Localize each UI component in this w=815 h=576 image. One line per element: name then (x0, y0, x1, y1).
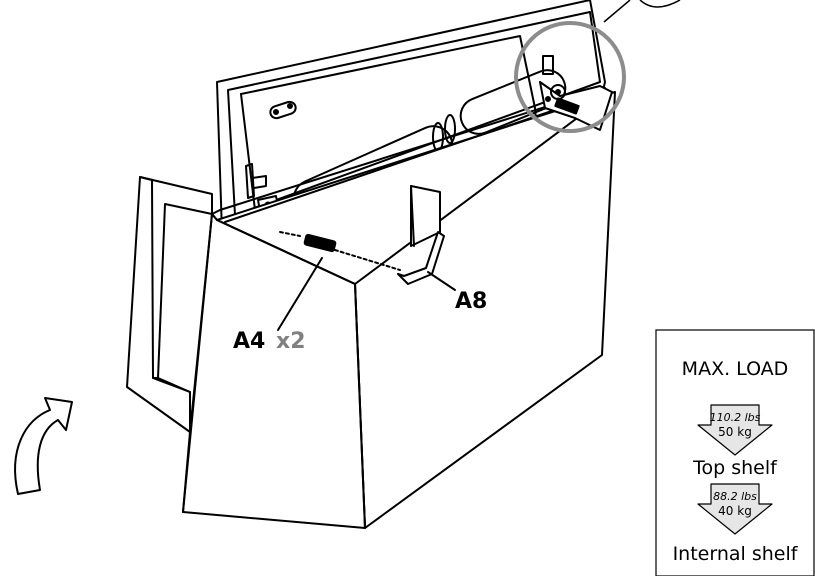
rotate-arrow-icon (14, 397, 73, 495)
top-shelf-lbs: 110.2 lbs (710, 411, 761, 424)
inner-divider (410, 185, 441, 247)
hinge-left (245, 163, 267, 199)
max-load-panel: MAX. LOAD 110.2 lbs 50 kg Top shelf 88.2… (655, 329, 815, 576)
cabinet-body (182, 87, 616, 529)
down-arrow-icon (697, 483, 773, 535)
detail-callout-line (603, 0, 631, 23)
down-arrow-icon (697, 404, 773, 456)
a4-leader-line (277, 257, 323, 331)
detail-right-bracket (539, 55, 613, 131)
top-shelf-label: Top shelf (692, 457, 778, 479)
detail-circle (514, 21, 626, 133)
detail-callout-curve (639, 0, 681, 8)
a4-part-label: A4 (233, 329, 265, 354)
a4-quantity-label: x2 (276, 329, 306, 354)
max-load-title: MAX. LOAD (682, 358, 789, 380)
internal-shelf-label: Internal shelf (673, 543, 799, 565)
a8-part-label: A8 (455, 289, 487, 314)
top-shelf-kg: 50 kg (718, 425, 752, 439)
side-frame (126, 176, 213, 433)
internal-shelf-kg: 40 kg (718, 504, 752, 518)
screw-a4 (279, 231, 401, 271)
bracket-top-left (269, 100, 297, 120)
internal-shelf-lbs: 88.2 lbs (713, 490, 757, 503)
a8-leader-line (427, 271, 456, 291)
allen-key-a8 (397, 231, 445, 285)
